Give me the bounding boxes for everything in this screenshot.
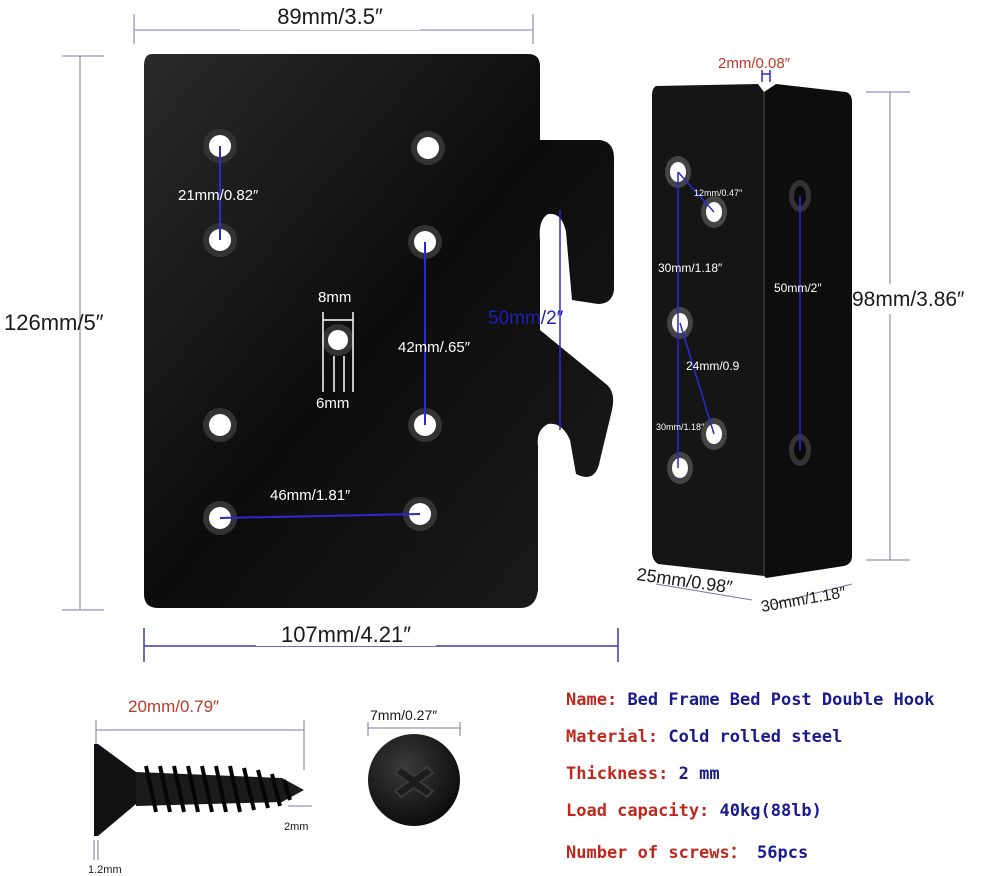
horizontal-spacing-label: 46mm/1.81″ [270, 487, 351, 504]
plate-top-dimension: 89mm/3.5″ [133, 4, 534, 44]
post-width-label: 30mm/1.18″ [760, 584, 848, 616]
small-spacing-label: 12mm/0.47″ [694, 188, 743, 198]
mid-spacing-label: 24mm/0.9 [686, 359, 740, 373]
screw-head-label: 7mm/0.27″ [370, 707, 437, 723]
spec-value: 40kg(88lb) [719, 801, 822, 821]
plate-bottom-dimension: 107mm/4.21″ [143, 622, 619, 662]
screw-head-view: 7mm/0.27″ [367, 707, 461, 826]
screw-threads [144, 765, 292, 813]
hole-icon [203, 408, 237, 442]
post-bracket: 2mm/0.08″ 12mm/0.47″ 30mm/1.18″ 24mm/0.9 [635, 55, 1000, 616]
spec-load-capacity: Load capacity: 40kg(88lb) [566, 801, 822, 821]
plate-bottom-width-label: 107mm/4.21″ [281, 622, 411, 647]
plate-body [144, 54, 614, 608]
post-height-label: 98mm/3.86″ [852, 288, 965, 311]
spec-key: Thickness: [566, 764, 669, 784]
plate-height-dimension: 126mm/5″ [4, 55, 104, 611]
lower-spacing-label: 30mm/1.18″ [656, 422, 705, 432]
screw-length-label: 20mm/0.79″ [128, 697, 219, 716]
spec-thickness: Thickness: 2 mm [566, 764, 720, 784]
hole-spacing-label: 21mm/0.82″ [178, 187, 259, 204]
spec-key: Load capacity: [566, 801, 710, 821]
screw-shank-label: 2mm [284, 821, 308, 833]
spec-key: Name: [566, 690, 618, 710]
post-height-dimension: 98mm/3.86″ [852, 91, 1000, 561]
spec-value: 56pcs [757, 843, 809, 863]
screw-tip-label: 1.2mm [88, 864, 122, 876]
spec-value: Bed Frame Bed Post Double Hook [627, 690, 935, 710]
spec-material: Material: Cold rolled steel [566, 727, 842, 747]
screw: 20mm/0.79″ 2mm 1.2mm [88, 697, 312, 876]
vertical-spacing-label: 42mm/.65″ [398, 339, 471, 356]
spec-value: 2 mm [678, 764, 720, 784]
spec-key: Material: [566, 727, 659, 747]
left-spacing-label: 30mm/1.18″ [658, 261, 723, 275]
hook-span-label: 50mm/2″ [488, 308, 564, 329]
screw-head [94, 744, 136, 836]
hole-icon [322, 324, 354, 356]
spec-number-of-screws: Number of screws： 56pcs [566, 838, 808, 863]
spec-name: Name: Bed Frame Bed Post Double Hook [566, 690, 934, 710]
phillips-cross-icon [393, 765, 435, 799]
spec-key: Number of screws： [566, 843, 747, 863]
center-slot-label: 6mm [316, 395, 349, 412]
plate-width-label: 89mm/3.5″ [277, 4, 383, 29]
center-hole-label: 8mm [318, 289, 351, 306]
post-thickness-label: 2mm/0.08″ [718, 55, 791, 72]
hole-icon [411, 131, 445, 165]
hook-plate: 89mm/3.5″ 126mm/5″ [4, 4, 619, 662]
right-spacing-label: 50mm/2″ [774, 281, 822, 295]
bracket-right-face [764, 84, 852, 578]
spec-value: Cold rolled steel [668, 727, 843, 747]
plate-height-label: 126mm/5″ [4, 310, 104, 335]
